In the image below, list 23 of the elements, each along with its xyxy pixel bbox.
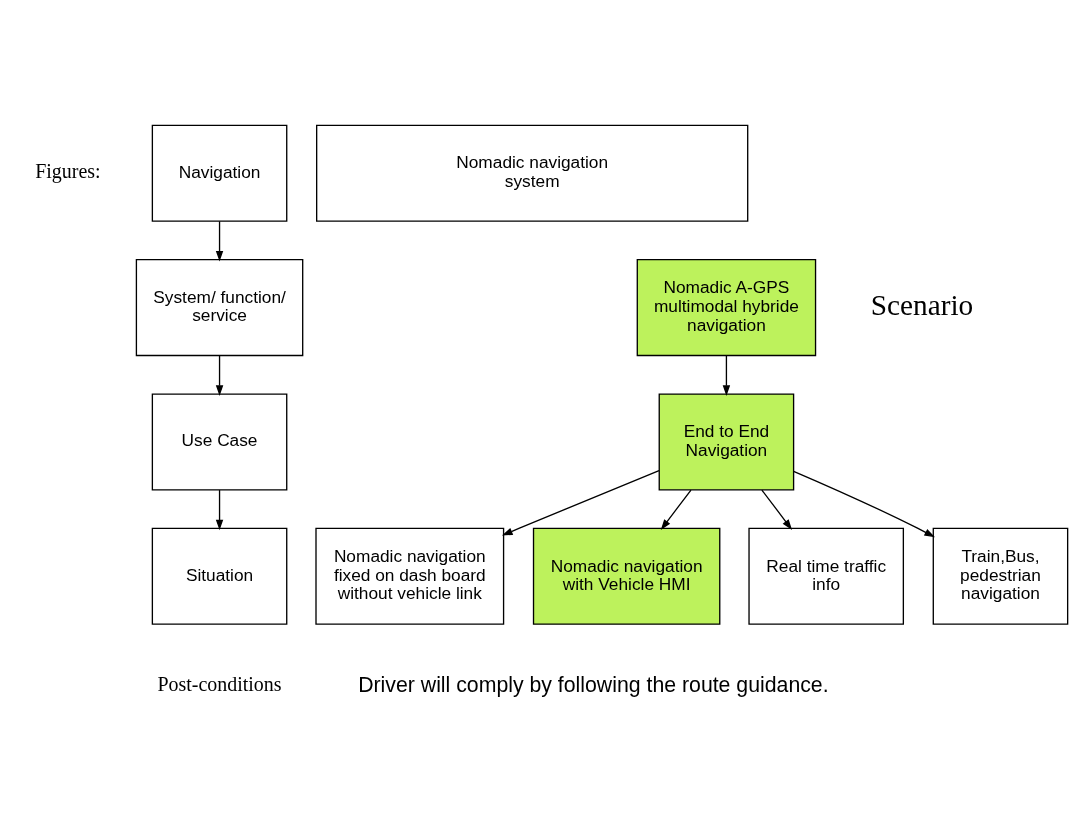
label: Figures: (35, 159, 101, 182)
label: Driver will comply by following the route guidance. (358, 672, 829, 697)
node-box: Nomadic A-GPS multimodal hybride navigation (636, 258, 817, 356)
node-box: Nomadic navigation with Vehicle HMI (532, 527, 721, 625)
label: Scenario (870, 288, 974, 321)
arrow (215, 488, 224, 530)
node-box: Real time traffic info (748, 527, 904, 625)
node-box: System/ function/ service (135, 258, 304, 356)
arrow (792, 470, 935, 537)
node-box: Nomadic navigation fixed on dash board without vehicle link (315, 527, 505, 625)
arrow (215, 354, 224, 396)
node-box: End to End Navigation (658, 392, 795, 490)
node-box: Situation (151, 527, 288, 625)
node-box: Navigation (151, 124, 288, 222)
node-box: Use Case (151, 392, 288, 490)
arrow (722, 354, 731, 396)
arrow (215, 220, 224, 262)
arrow (501, 469, 660, 536)
arrow (761, 488, 793, 530)
label: Post-conditions (157, 672, 282, 695)
node-box: Nomadic navigation system (316, 124, 749, 222)
arrow (660, 488, 692, 530)
node-box: Train,Bus, pedestrian navigation (932, 527, 1069, 625)
